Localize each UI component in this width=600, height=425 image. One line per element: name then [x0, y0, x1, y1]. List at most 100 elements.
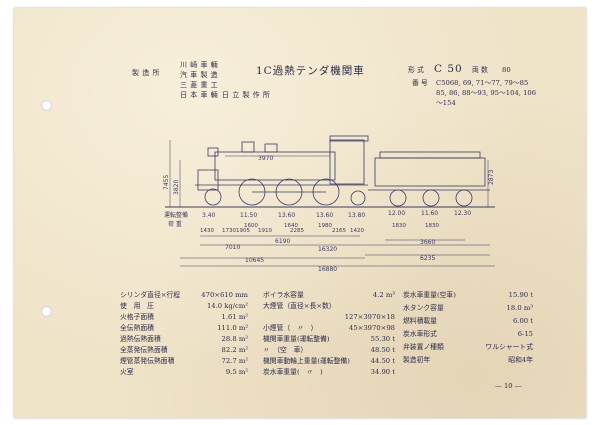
- document-page: [14, 8, 586, 418]
- spec-value: 111.0 m²: [217, 324, 248, 332]
- axle-load: 12.00: [388, 210, 405, 217]
- axle-load: 13.60: [278, 212, 295, 219]
- count-value: 80: [502, 66, 511, 74]
- spec-label: 機関車重量(運転整備): [263, 335, 330, 343]
- spec-value: 470×610 mm: [201, 291, 248, 299]
- spec-label: 製造初年: [403, 356, 431, 364]
- dim-label: 6190: [275, 238, 290, 245]
- spec-label: 煙管蒸発伝熱面積: [120, 357, 175, 365]
- spec-label: 機関車動輪上重量(運転整備): [263, 357, 350, 365]
- locomotive-outline: [195, 135, 490, 191]
- count-label: 両 数: [472, 66, 488, 74]
- spec-value: 55.30 t: [370, 335, 395, 343]
- axle-spacing: 1640: [284, 223, 298, 229]
- maker-name: 川 崎 車 輛: [180, 61, 219, 69]
- unit-label: 荷 重: [168, 220, 182, 228]
- number-list: ～154: [436, 99, 456, 107]
- dim-label: 16880: [318, 266, 337, 273]
- dim-label: 7010: [225, 244, 240, 251]
- dim-label: 1420: [350, 228, 364, 234]
- spec-value: 72.7 m²: [221, 357, 248, 365]
- spec-label: ボイラ水容量: [263, 291, 304, 299]
- page-title: 1C過熱テンダ機関車: [256, 65, 365, 77]
- axle-spacing: 1910: [258, 228, 272, 234]
- maker-label: 製 造 所: [132, 69, 160, 77]
- tender-wheel: [455, 189, 473, 207]
- spec-value: 14.0 kg/cm²: [206, 302, 248, 310]
- spec-label: 炭水車重量(空車): [403, 291, 456, 299]
- spec-label: 全蒸発伝熱面積: [120, 346, 168, 354]
- spec-value: 127×3970×18: [344, 313, 395, 321]
- spec-value: ワルシャート式: [485, 343, 533, 351]
- punch-hole: [41, 100, 52, 111]
- axle-load: 3.40: [202, 212, 216, 219]
- dim-label: 7455: [163, 175, 170, 190]
- maker-name: 三 菱 重 工: [180, 81, 219, 89]
- axle-load: 13.80: [348, 212, 365, 219]
- spec-label: 火室: [120, 368, 134, 376]
- spec-value: 9.5 m²: [225, 368, 248, 376]
- axle-spacing: 2285: [290, 228, 304, 234]
- punch-hole: [41, 306, 52, 317]
- dome-shape: [241, 141, 255, 153]
- leading-wheel: [204, 188, 222, 206]
- axle-spacing: 1905: [236, 228, 250, 234]
- axle-spacing: 1980: [318, 223, 332, 229]
- cab-roof-shape: [329, 135, 369, 142]
- spec-value: 34.90 t: [370, 368, 395, 376]
- dim-label: 1430: [200, 228, 214, 234]
- cab-shape: [329, 139, 365, 185]
- spec-value: 44.50 t: [370, 357, 395, 365]
- dim-label: 3970: [258, 155, 273, 162]
- dimension-lines: [169, 140, 495, 267]
- tender-wheel: [389, 189, 407, 207]
- smokestack-shape: [207, 147, 219, 157]
- tender-body-shape: [374, 157, 486, 187]
- axle-load: 12.30: [454, 210, 471, 217]
- spec-value: 18.0 m³: [506, 304, 533, 312]
- dim-label: 2873: [488, 170, 495, 185]
- spec-label: 炭水車形式: [403, 330, 437, 338]
- form-label: 形 式: [408, 66, 424, 74]
- number-list: C5068, 69, 71～77, 79～85: [436, 79, 529, 87]
- dim-label: 3820: [173, 180, 180, 195]
- axle-spacing: 1600: [244, 223, 258, 229]
- tender-wheel: [422, 189, 440, 207]
- spec-label: 過熱伝熱面積: [120, 335, 161, 343]
- spec-value: 昭和4年: [508, 356, 533, 364]
- spec-value: 6.00 t: [512, 317, 533, 325]
- number-list: 85, 86, 88～93, 95～104, 106: [436, 89, 537, 97]
- spec-label: シリンダ直径×行程: [120, 291, 181, 299]
- spec-value: 48.50 t: [370, 346, 395, 354]
- tender-spacing: 1830: [425, 223, 439, 229]
- dome-shape: [264, 143, 278, 153]
- dim-label: 3660: [420, 239, 435, 246]
- form-value: C 50: [434, 63, 463, 75]
- load-label: 運転整備: [164, 211, 188, 219]
- axle-load: 11.60: [421, 210, 438, 217]
- page-number: — 10 —: [495, 382, 522, 390]
- dim-label: 1730: [222, 228, 236, 234]
- maker-name: 汽 車 製 造: [180, 71, 219, 79]
- wheels: [204, 178, 473, 207]
- trailing-wheel: [350, 190, 366, 206]
- axle-load: 11.50: [240, 212, 257, 219]
- dim-label: 2165: [332, 228, 346, 234]
- spec-label: 燃料積載量: [403, 317, 437, 325]
- spec-label: 弁装置ノ種類: [403, 343, 444, 351]
- dim-label: 16320: [318, 246, 337, 253]
- spec-label: 全伝熱面積: [120, 324, 154, 332]
- tender-spacing: 1830: [392, 223, 406, 229]
- number-label: 番 号: [412, 79, 428, 87]
- spec-label: 〃 （空 車）: [263, 346, 308, 354]
- spec-label: 大煙管（直径×長×数）: [263, 302, 336, 310]
- spec-label: 使 用 圧: [120, 302, 154, 310]
- axle-load: 13.60: [316, 212, 333, 219]
- spec-value: 15.90 t: [508, 291, 533, 299]
- spec-value: 82.2 m²: [221, 346, 248, 354]
- dim-label: 6235: [420, 255, 435, 262]
- spec-label: 小煙管（ 〃 ）: [263, 324, 318, 332]
- spec-label: 炭水車重量( 〃 ): [263, 368, 323, 376]
- spec-value: 45×3970×98: [349, 324, 395, 332]
- spec-label: 火格子面積: [120, 313, 154, 321]
